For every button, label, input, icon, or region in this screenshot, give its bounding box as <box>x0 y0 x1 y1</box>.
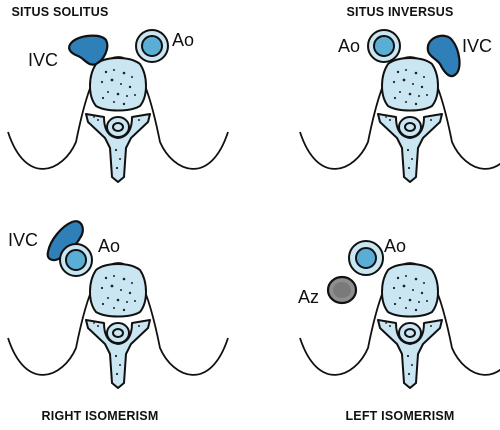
panel-title: SITUS SOLITUS <box>11 5 108 19</box>
ivc-vessel <box>426 34 461 78</box>
panel-situs-inversus: SITUS INVERSUS Ao IVC <box>299 5 500 183</box>
panel-title: SITUS INVERSUS <box>347 5 454 19</box>
panel-title: LEFT ISOMERISM <box>345 409 454 423</box>
ivc-label: IVC <box>462 36 492 56</box>
ao-label: Ao <box>98 236 120 256</box>
panel-right-isomerism: IVC Ao RIGHT ISOMERISM <box>7 220 229 423</box>
ivc-vessel <box>68 34 109 66</box>
panel-left-isomerism: Ao Az LEFT ISOMERISM <box>298 236 500 423</box>
ao-label: Ao <box>384 236 406 256</box>
panel-situs-solitus: SITUS SOLITUS IVC Ao <box>7 5 229 183</box>
az-label: Az <box>298 287 319 307</box>
ivc-vessel <box>46 220 84 262</box>
ao-label: Ao <box>338 36 360 56</box>
ao-label: Ao <box>172 30 194 50</box>
ivc-label: IVC <box>28 50 58 70</box>
panel-title: RIGHT ISOMERISM <box>42 409 159 423</box>
ivc-label: IVC <box>8 230 38 250</box>
